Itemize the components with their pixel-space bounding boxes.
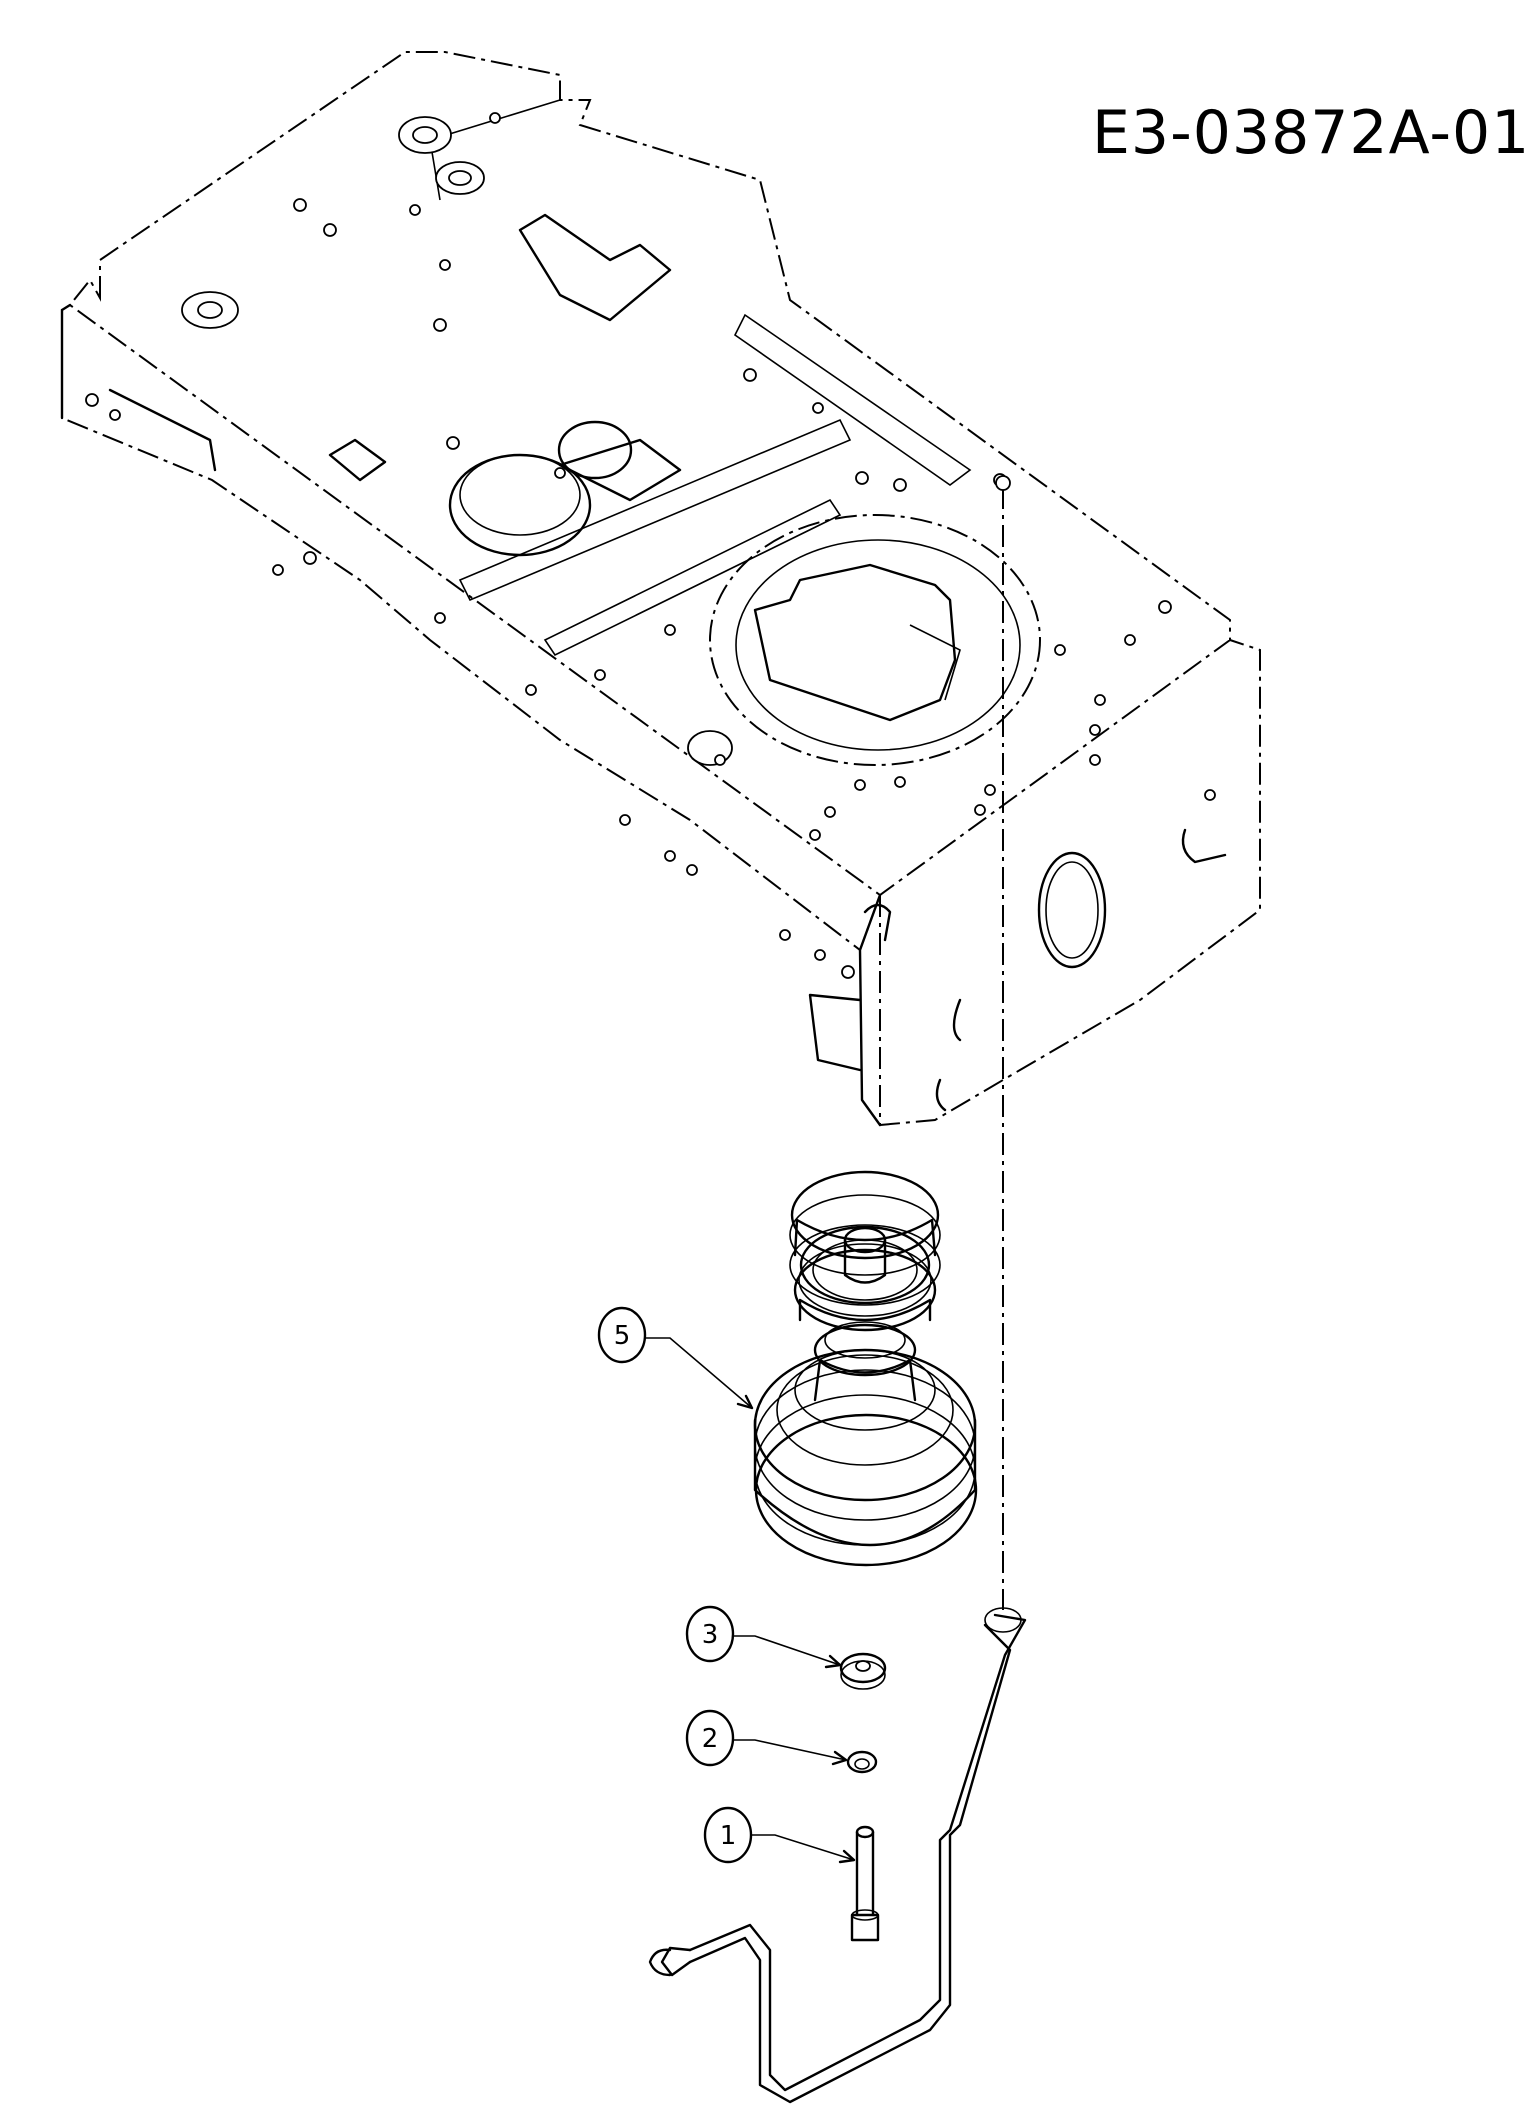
callout-5-label: 5 [614,1321,631,1351]
callout-1-label: 1 [720,1821,737,1851]
callout-2: 2 [685,1709,848,1767]
bent-rod [648,1607,1027,2104]
pulley [753,1170,978,1567]
callout-3: 3 [685,1605,842,1669]
lock-washer [846,1750,878,1774]
washer [839,1652,887,1690]
frame-holes [85,112,1216,979]
frame-opening [709,514,1041,766]
callout-3-label: 3 [702,1620,719,1650]
callout-5: 5 [597,1306,754,1410]
frame-side-features [687,730,1227,1112]
assembly-centerline [995,475,1011,1610]
frame-cup-mounts [181,116,682,557]
diagram-code: E3-03872A-01 [1092,98,1530,168]
bolt [850,1825,880,1942]
callout-1: 1 [703,1806,856,1864]
callout-2-label: 2 [702,1724,719,1754]
